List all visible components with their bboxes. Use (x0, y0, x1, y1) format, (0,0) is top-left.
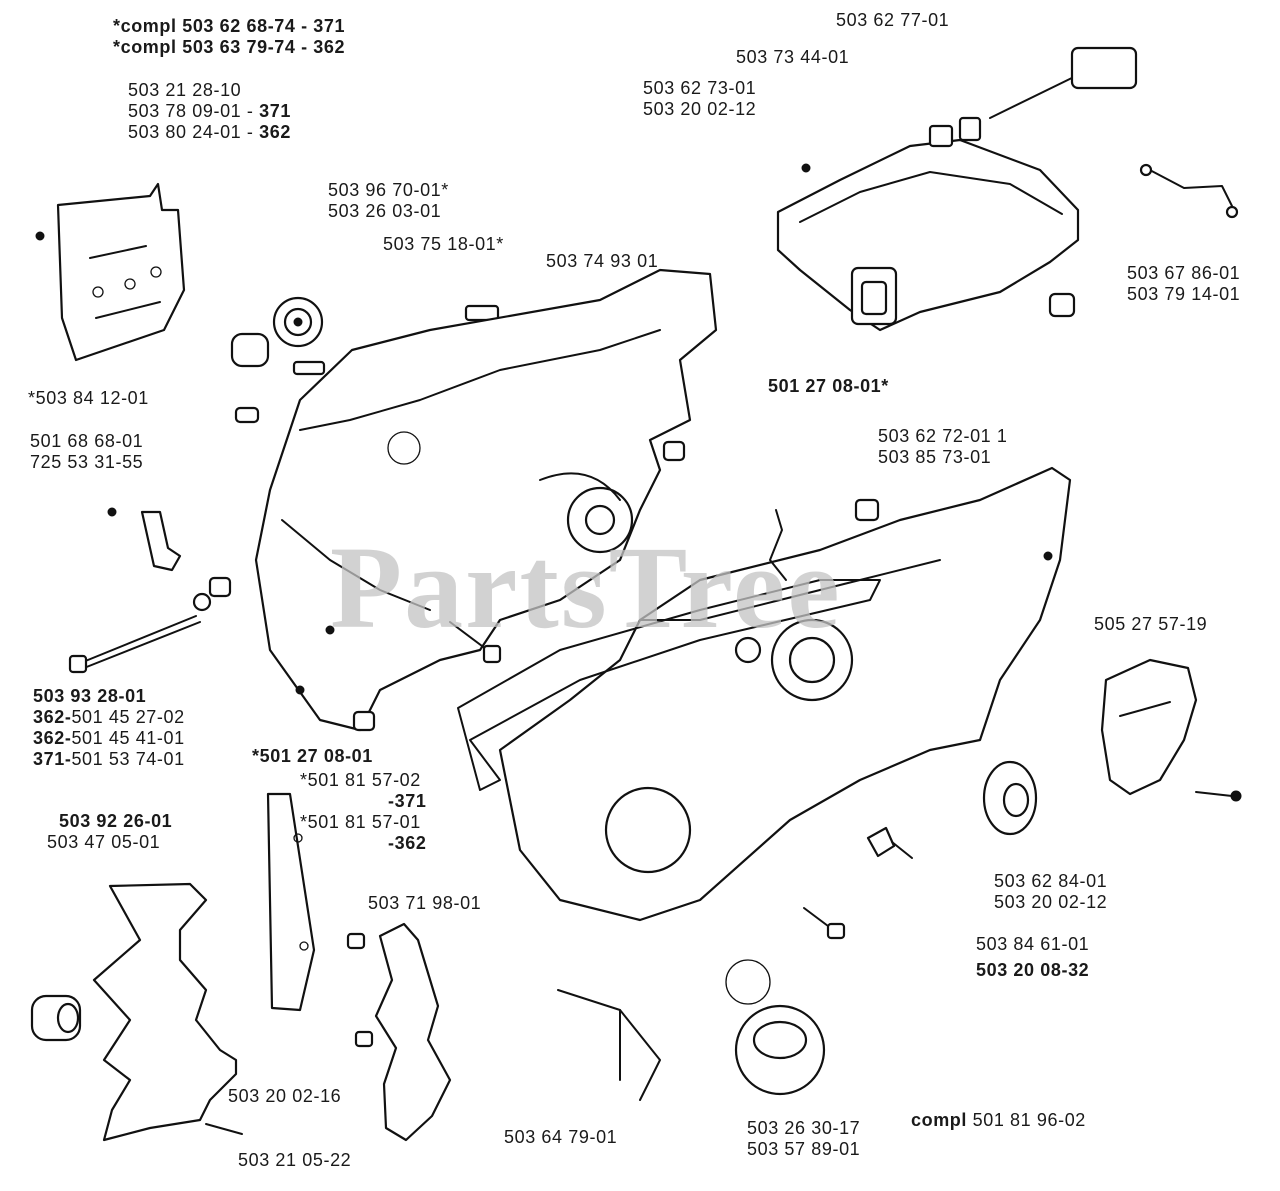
model-tag: -371 (388, 791, 427, 811)
part-number: 503 62 72-01 1 (878, 426, 1008, 446)
chain-guard-right-part (346, 922, 452, 1142)
chain-guard-left-part (30, 882, 243, 1142)
part-number: *501 81 57-02 (300, 770, 421, 790)
seal-labels: 503 62 84-01 503 20 02-12 (994, 871, 1107, 913)
plug-labels: 503 84 61-01 503 20 08-32 (976, 934, 1089, 981)
compl-kit-362: *compl 503 63 79-74 - 362 (113, 37, 346, 57)
part-number: 503 20 02-12 (643, 99, 757, 119)
cover-part (1100, 658, 1242, 802)
part-number: *503 84 12-01 (28, 388, 149, 408)
right-crankcase-labels: 503 62 72-01 1 503 85 73-01 (878, 426, 1008, 468)
bracket-labels: 501 68 68-01 725 53 31-55 (30, 431, 143, 473)
part-number: 503 79 14-01 (1127, 284, 1241, 304)
guide-strip-part (266, 792, 316, 1012)
part-number: 503 84 61-01 (976, 934, 1090, 954)
model-362-tag: 362 (259, 122, 291, 142)
compl-tag: compl (911, 1110, 968, 1130)
left-crankcase-part (254, 268, 718, 732)
part-number: 503 75 18-01* (383, 234, 504, 254)
chain-guard-labels: 503 92 26-01 503 47 05-01 (47, 811, 172, 853)
part-number: 503 47 05-01 (47, 832, 161, 852)
part-number: 503 67 86-01 (1127, 263, 1241, 283)
part-number: 503 74 93 01 (546, 251, 659, 271)
watermark-text: PartsTree (330, 522, 842, 653)
model-tag: -362 (388, 833, 427, 853)
compl-cap-label: compl 501 81 96-02 (911, 1110, 1086, 1131)
model-tag: 362- (33, 728, 72, 748)
part-number: 503 21 28-10 (128, 80, 242, 100)
part-number: 503 78 09-01 - (128, 101, 260, 121)
part-number: 503 26 03-01 (328, 201, 442, 221)
part-number: 503 73 44-01 (736, 47, 850, 67)
part-number: 501 68 68-01 (30, 431, 144, 451)
part-number: 503 21 05-22 (238, 1150, 352, 1170)
part-number: 503 85 73-01 (878, 447, 992, 467)
hose-labels: 503 67 86-01 503 79 14-01 (1127, 263, 1240, 305)
model-tag: 362- (33, 707, 72, 727)
part-number: 725 53 31-55 (30, 452, 144, 472)
part-number: 501 45 41-01 (71, 728, 185, 748)
part-number: 503 62 77-01 (836, 10, 950, 30)
right-crankcase-part (498, 466, 1072, 922)
seal-ring-part (982, 760, 1038, 836)
gasket-part (457, 579, 881, 791)
part-number: 501 45 27-02 (71, 707, 185, 727)
part-number: 503 96 70-01* (328, 180, 449, 200)
cap-labels: 503 26 30-17 503 57 89-01 (747, 1118, 860, 1160)
part-number: 503 93 28-01 (33, 686, 147, 706)
part-number: 501 81 96-02 (972, 1110, 1086, 1130)
compl-kit-labels: *compl 503 62 68-74 - 371 *compl 503 63 … (113, 16, 345, 58)
model-371-tag: 371 (259, 101, 291, 121)
part-number: 501 53 74-01 (71, 749, 185, 769)
fuel-cap-part (557, 959, 826, 1101)
part-number: 501 27 08-01* (768, 376, 889, 396)
part-number: *501 27 08-01 (252, 746, 373, 766)
part-number: 503 62 73-01 (643, 78, 757, 98)
model-tag: 371- (33, 749, 72, 769)
crankcase-labels: 503 96 70-01* 503 26 03-01 (328, 180, 449, 222)
plug-part (803, 826, 913, 940)
part-number: 503 92 26-01 (59, 811, 173, 831)
part-number: 503 20 02-12 (994, 892, 1108, 912)
part-number: *501 81 57-01 (300, 812, 421, 832)
strip-labels: *501 81 57-02 -371 *501 81 57-01 -362 (300, 770, 426, 854)
part-number: 503 57 89-01 (747, 1139, 861, 1159)
bearing-part (230, 296, 500, 424)
compl-kit-371: *compl 503 62 68-74 - 371 (113, 16, 346, 36)
part-number: 505 27 57-19 (1094, 614, 1208, 634)
plate-part-labels: 503 21 28-10 503 78 09-01 - 371 503 80 2… (128, 80, 291, 143)
bolt-labels: 503 93 28-01 362-501 45 27-02 362-501 45… (33, 686, 185, 770)
instruction-plate-part (35, 182, 186, 362)
tank-assembly-part (776, 46, 1239, 332)
part-number: 503 64 79-01 (504, 1127, 618, 1147)
part-number: 503 62 84-01 (994, 871, 1108, 891)
part-number: 503 26 30-17 (747, 1118, 861, 1138)
bracket-and-bolts-part (68, 507, 502, 674)
part-number: 503 20 08-32 (976, 960, 1090, 980)
part-number: 503 20 02-16 (228, 1086, 342, 1106)
part-number: 503 71 98-01 (368, 893, 482, 913)
tank-labels: 503 62 73-01 503 20 02-12 (643, 78, 756, 120)
part-number: 503 80 24-01 - (128, 122, 260, 142)
